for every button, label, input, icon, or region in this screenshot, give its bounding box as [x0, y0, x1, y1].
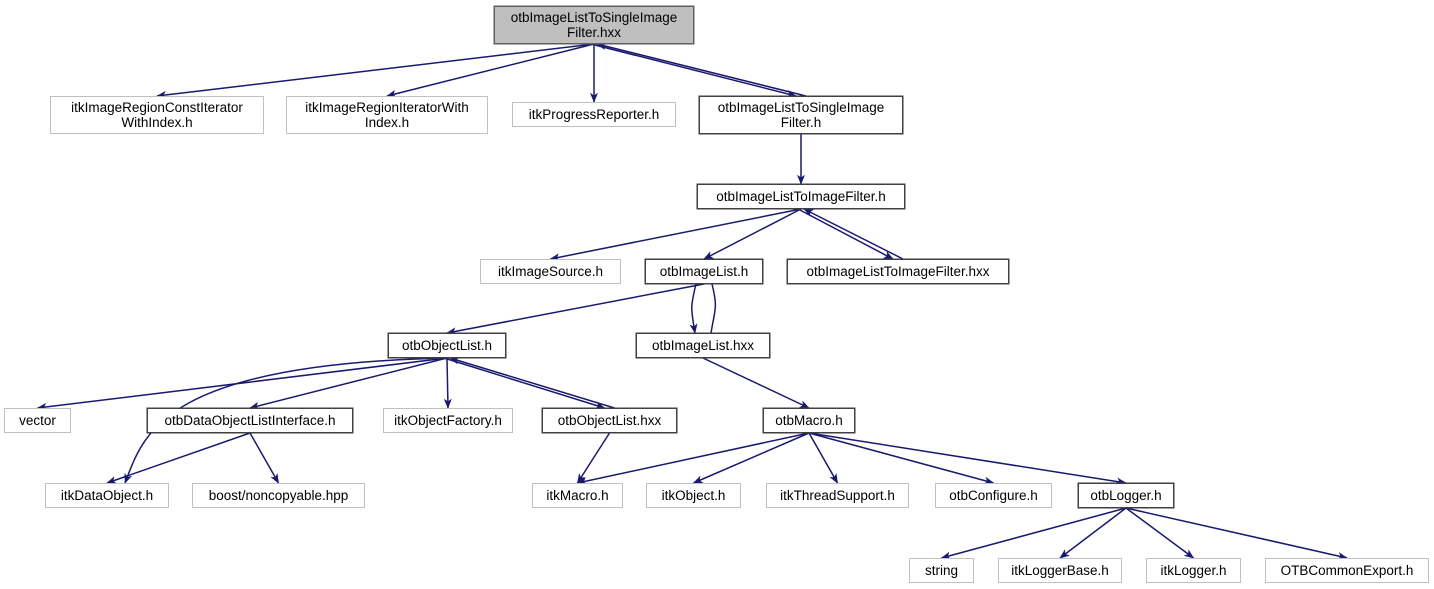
graph-node[interactable]: itkObject.h: [646, 483, 741, 508]
graph-node[interactable]: otbImageListToImageFilter.h: [697, 184, 905, 209]
graph-node[interactable]: itkLoggerBase.h: [998, 558, 1122, 583]
graph-edge: [803, 208, 904, 260]
graph-node[interactable]: itkImageSource.h: [480, 259, 621, 284]
graph-edge: [443, 357, 452, 409]
graph-edge: [576, 432, 611, 484]
graph-edge: [703, 208, 802, 260]
graph-edge: [1059, 507, 1127, 559]
graph-edge: [1125, 507, 1348, 560]
graph-edge: [156, 43, 595, 99]
graph-edge: [106, 432, 251, 484]
graph-edge: [576, 432, 810, 485]
graph-node[interactable]: itkDataObject.h: [45, 483, 169, 508]
graph-node[interactable]: otbLogger.h: [1078, 483, 1174, 508]
graph-edge: [596, 42, 807, 97]
graph-edge: [808, 432, 1127, 486]
graph-node[interactable]: otbObjectList.h: [388, 333, 506, 358]
graph-node[interactable]: itkImageRegionIteratorWith Index.h: [286, 96, 488, 134]
graph-edge: [808, 432, 839, 484]
graph-node[interactable]: itkThreadSupport.h: [766, 483, 909, 508]
graph-edge: [549, 208, 802, 262]
graph-node[interactable]: otbObjectList.hxx: [542, 408, 677, 433]
graph-edge: [940, 507, 1127, 560]
graph-edge: [692, 432, 810, 484]
graph-node[interactable]: string: [909, 558, 974, 583]
graph-edge: [797, 208, 894, 260]
graph-node[interactable]: otbDataObjectListInterface.h: [147, 408, 353, 433]
graph-node[interactable]: itkImageRegionConstIterator WithIndex.h: [50, 96, 264, 134]
graph-edge: [705, 283, 717, 343]
graph-edge: [689, 283, 698, 334]
graph-edge: [702, 357, 810, 409]
graph-edge: [1125, 507, 1195, 559]
graph-node[interactable]: itkProgressReporter.h: [512, 102, 676, 127]
graph-edge: [449, 356, 615, 409]
graph-edge: [36, 357, 448, 411]
graph-node[interactable]: otbImageListToImageFilter.hxx: [787, 259, 1009, 284]
graph-edge: [249, 432, 280, 484]
graph-edge: [249, 357, 448, 410]
graph-node[interactable]: otbImageList.hxx: [636, 333, 770, 358]
graph-edge: [590, 43, 797, 98]
graph-node[interactable]: itkMacro.h: [532, 483, 623, 508]
graph-node[interactable]: vector: [4, 408, 71, 433]
graph-node[interactable]: otbImageList.h: [645, 259, 763, 284]
graph-node[interactable]: OTBCommonExport.h: [1265, 558, 1429, 583]
graph-edge: [808, 432, 995, 485]
graph-node[interactable]: otbImageListToSingleImage Filter.h: [699, 96, 903, 134]
graph-edge: [443, 357, 606, 410]
graph-node[interactable]: boost/noncopyable.hpp: [192, 483, 365, 508]
graph-edge: [386, 43, 595, 98]
graph-node[interactable]: itkLogger.h: [1146, 558, 1241, 583]
graph-node[interactable]: itkObjectFactory.h: [383, 408, 513, 433]
graph-node[interactable]: otbMacro.h: [763, 408, 855, 433]
graph-node[interactable]: otbImageListToSingleImage Filter.hxx: [494, 6, 694, 44]
graph-edge: [446, 283, 705, 336]
graph-node[interactable]: otbConfigure.h: [935, 483, 1052, 508]
